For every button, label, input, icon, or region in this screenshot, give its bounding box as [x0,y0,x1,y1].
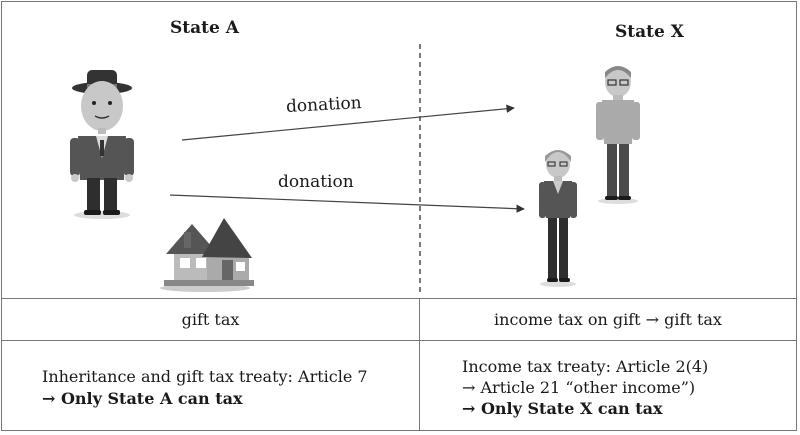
recipient-woman-icon [539,150,577,287]
recipient-man-icon [596,66,640,204]
state-x-conclusion: → Only State X can tax [462,399,663,418]
income-tax-cell: income tax on gift → gift tax [494,310,722,329]
state-a-conclusion: → Only State A can tax [42,389,243,408]
state-x-label: State X [615,22,684,42]
upper-donation-arrow [181,104,515,141]
upper-donation-label: donation [285,93,363,117]
illustration [70,44,640,296]
lower-donation-arrow [169,194,525,213]
income-treaty-line: Income tax treaty: Article 2(4) [462,357,709,376]
inheritance-treaty-line: Inheritance and gift tax treaty: Article… [42,367,368,386]
income-treaty-note: Income tax treaty: Article 2(4) → Articl… [462,356,708,419]
column-divider [419,298,420,430]
gift-tax-cell: gift tax [181,310,240,329]
house-icon [160,218,254,292]
lower-donation-label: donation [278,172,354,192]
donor-man-icon [70,70,134,219]
state-a-label: State A [170,18,239,38]
inheritance-treaty-note: Inheritance and gift tax treaty: Article… [42,366,368,410]
other-income-line: → Article 21 “other income”) [462,378,696,397]
tax-type-row: gift tax income tax on gift → gift tax [2,298,796,341]
